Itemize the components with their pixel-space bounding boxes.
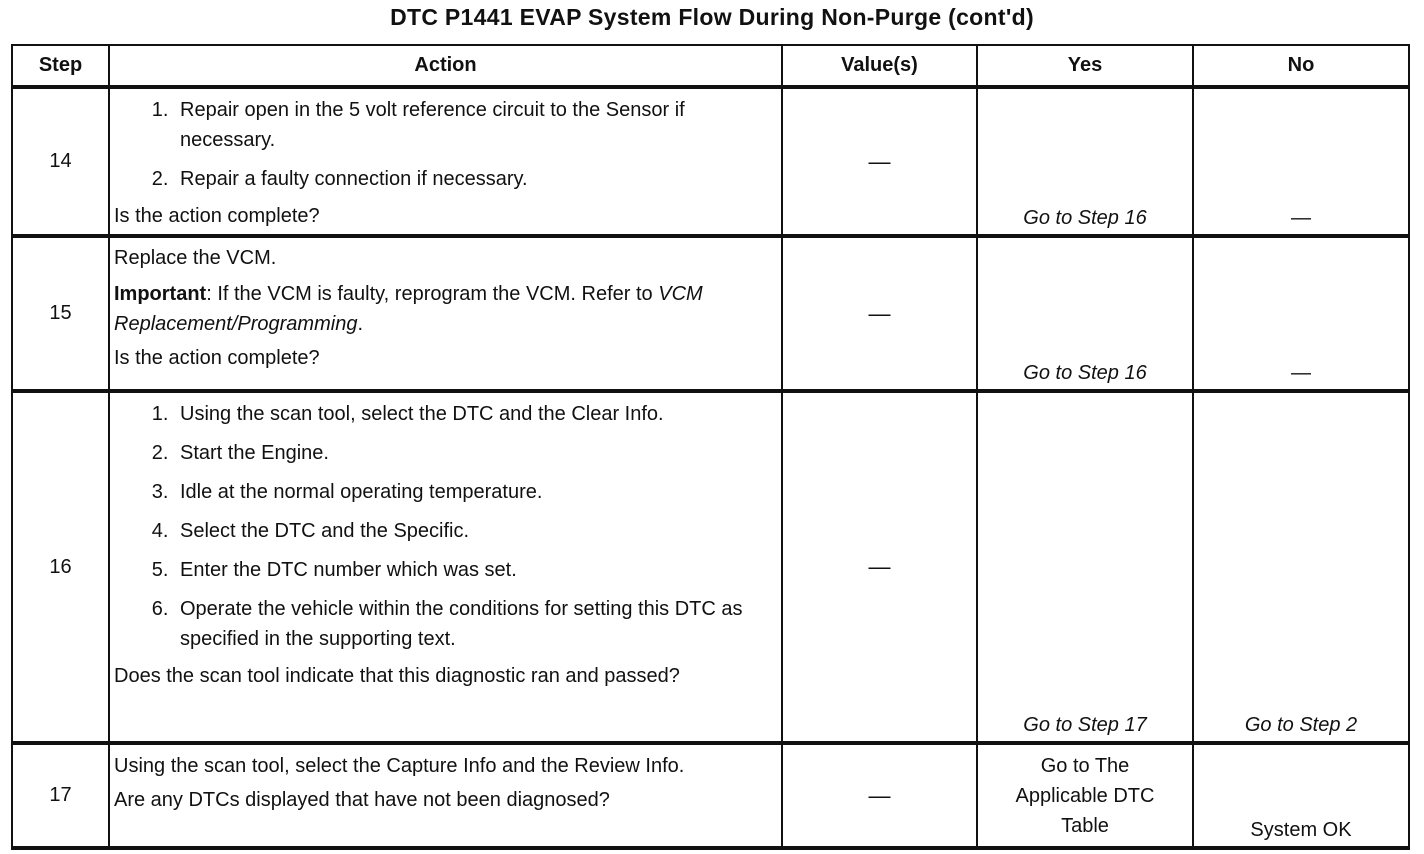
step-number: 15 xyxy=(11,235,110,392)
header-action: Action xyxy=(108,44,783,88)
yes-link: Go to Step 16 xyxy=(1023,207,1147,229)
action-step: Repair a faulty connection if necessary. xyxy=(174,164,773,194)
page-title: DTC P1441 EVAP System Flow During Non-Pu… xyxy=(390,4,1034,30)
yes-cell: Go to The Applicable DTC Table xyxy=(976,742,1194,849)
step-number: 17 xyxy=(11,742,110,849)
action-question: Are any DTCs displayed that have not bee… xyxy=(114,789,610,811)
action-step: Operate the vehicle within the condition… xyxy=(174,594,773,654)
yes-cell: Go to Step 17 xyxy=(976,390,1194,744)
action-intro: Replace the VCM. xyxy=(114,247,277,269)
value-cell: — xyxy=(781,86,978,237)
action-cell: Using the scan tool, select the Capture … xyxy=(108,742,783,849)
value-cell: — xyxy=(781,742,978,849)
important-note: Important: If the VCM is faulty, reprogr… xyxy=(114,279,773,339)
value-cell: — xyxy=(781,390,978,744)
yes-link: Go to Step 17 xyxy=(1023,714,1147,736)
action-step: Repair open in the 5 volt reference circ… xyxy=(174,95,773,155)
action-step: Start the Engine. xyxy=(174,438,773,468)
yes-cell: Go to Step 16 xyxy=(976,235,1194,392)
header-no: No xyxy=(1192,44,1410,88)
important-end: . xyxy=(357,313,363,335)
important-text: : If the VCM is faulty, reprogram the VC… xyxy=(206,283,659,305)
yes-cell: Go to Step 16 xyxy=(976,86,1194,237)
table-row-step-14: 14 Repair open in the 5 volt reference c… xyxy=(11,86,1410,237)
no-link: Go to Step 2 xyxy=(1244,714,1358,736)
action-step: Select the DTC and the Specific. xyxy=(174,516,773,546)
action-question: Is the action complete? xyxy=(114,205,320,227)
table-row-step-16: 16 Using the scan tool, select the DTC a… xyxy=(11,390,1410,744)
dtc-table: Step Action Value(s) Yes No 14 Repair op… xyxy=(11,44,1410,850)
action-steps-list: Using the scan tool, select the DTC and … xyxy=(114,399,773,654)
important-label: Important xyxy=(114,283,207,305)
action-cell: Repair open in the 5 volt reference circ… xyxy=(108,86,783,237)
step-number: 14 xyxy=(11,86,110,237)
action-step: Idle at the normal operating temperature… xyxy=(174,477,773,507)
action-question: Is the action complete? xyxy=(114,347,320,369)
header-row: Step Action Value(s) Yes No xyxy=(11,44,1410,88)
value-cell: — xyxy=(781,235,978,392)
table-row-step-17: 17 Using the scan tool, select the Captu… xyxy=(11,742,1410,849)
action-cell: Using the scan tool, select the DTC and … xyxy=(108,390,783,744)
action-cell: Replace the VCM. Important: If the VCM i… xyxy=(108,235,783,392)
header-values: Value(s) xyxy=(781,44,978,88)
no-cell: Go to Step 2 xyxy=(1192,390,1410,744)
yes-link: Go to Step 16 xyxy=(1023,362,1147,384)
step-number: 16 xyxy=(11,390,110,744)
no-cell: — xyxy=(1192,235,1410,392)
no-cell: — xyxy=(1192,86,1410,237)
action-step: Enter the DTC number which was set. xyxy=(174,555,773,585)
action-step: Using the scan tool, select the DTC and … xyxy=(174,399,773,429)
action-intro: Using the scan tool, select the Capture … xyxy=(114,755,685,777)
action-question: Does the scan tool indicate that this di… xyxy=(114,665,680,687)
no-cell: System OK xyxy=(1192,742,1410,849)
header-step: Step xyxy=(11,44,110,88)
action-steps-list: Repair open in the 5 volt reference circ… xyxy=(114,95,773,194)
header-yes: Yes xyxy=(976,44,1194,88)
table-row-step-15: 15 Replace the VCM. Important: If the VC… xyxy=(11,235,1410,392)
important-reference: VCM Replacement/Programming xyxy=(114,283,703,335)
